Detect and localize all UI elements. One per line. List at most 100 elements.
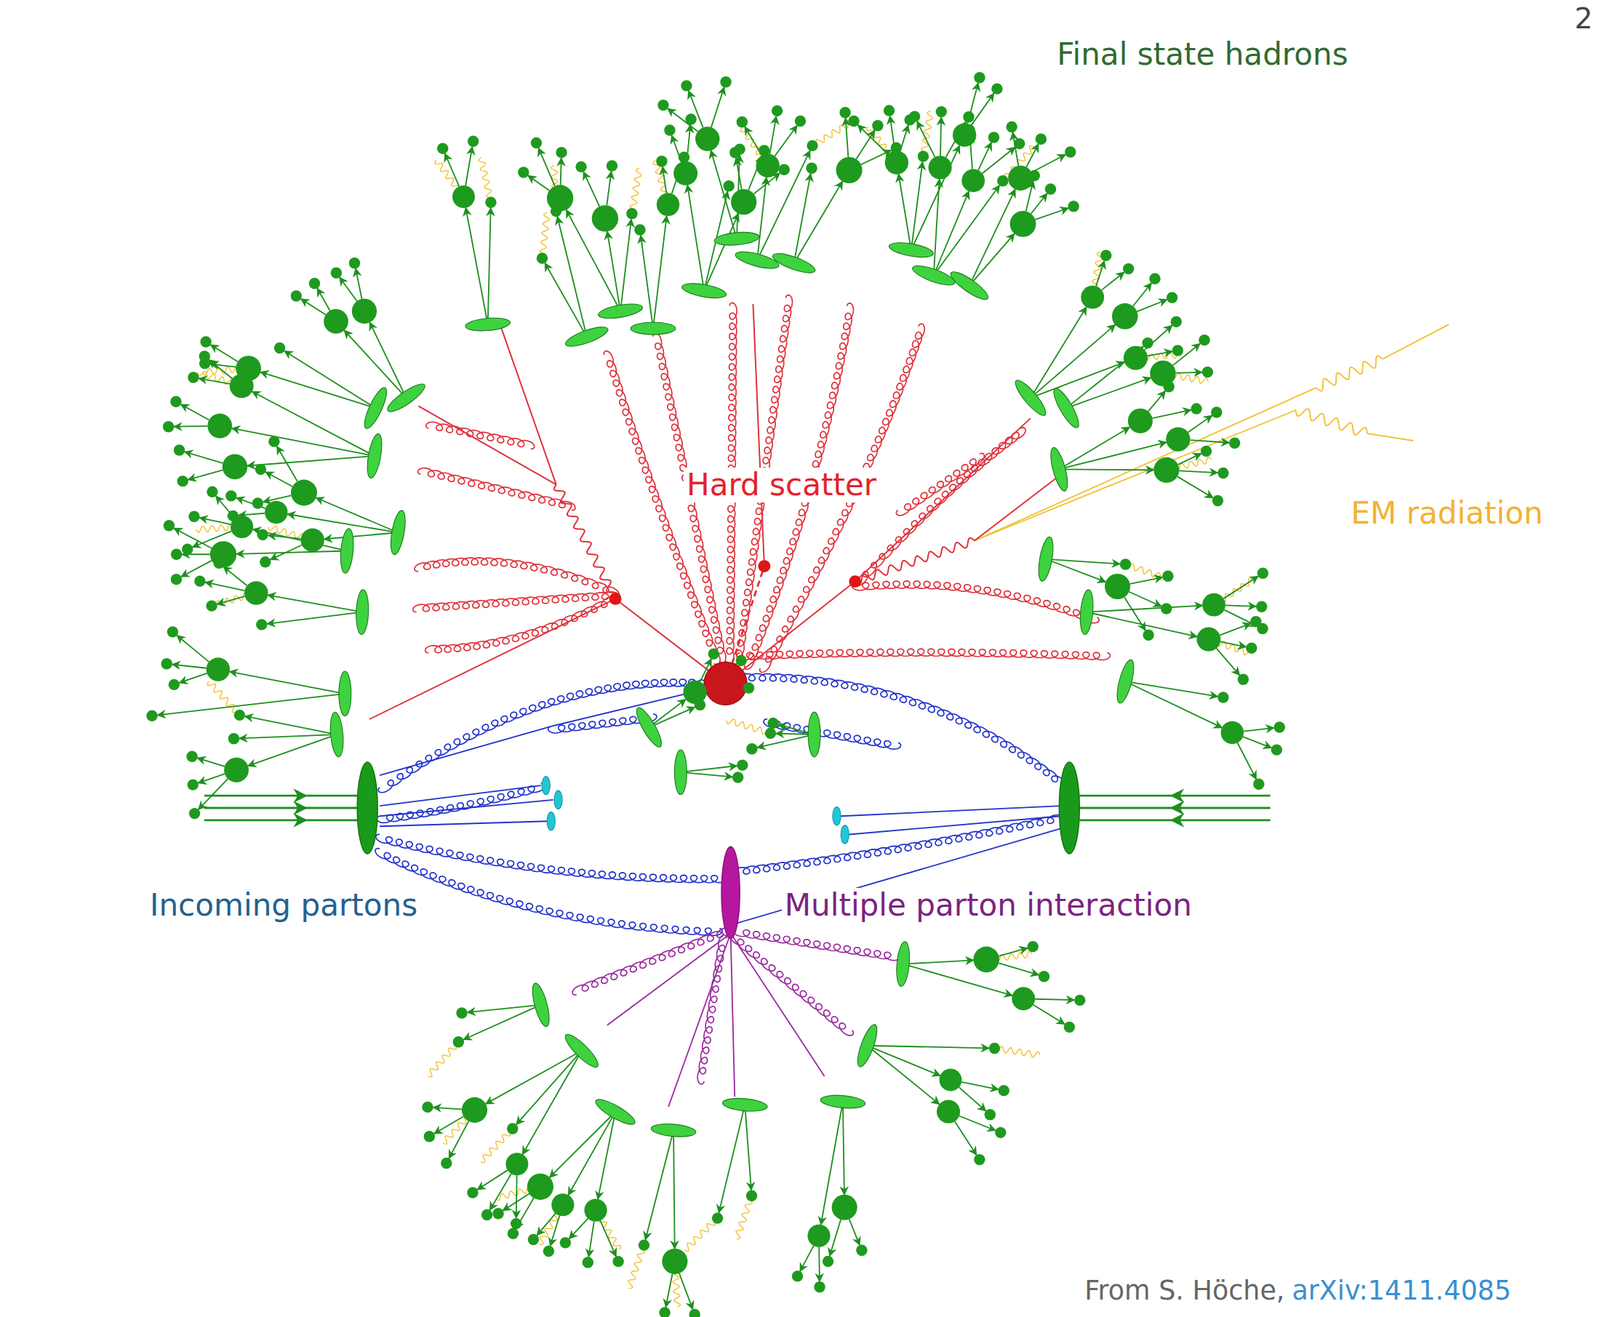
- cluster-ellipse: [808, 712, 821, 758]
- cluster-ellipse: [1011, 376, 1051, 419]
- hadron: [1010, 210, 1037, 238]
- hadron-arrow: [645, 1136, 672, 1240]
- gluon-line: [378, 679, 724, 793]
- hadron-dot: [1045, 183, 1056, 195]
- proton-arrow: [1079, 807, 1171, 810]
- hadron-arrow: [858, 125, 889, 155]
- hadron-arrow: [898, 173, 911, 244]
- hadron-arrow: [157, 694, 339, 716]
- hadron-dot: [456, 1007, 467, 1019]
- cluster-ellipse: [947, 267, 992, 304]
- hadron-dot: [1064, 1021, 1075, 1033]
- quark-line: [752, 304, 764, 567]
- hadron-arrow: [568, 1117, 613, 1195]
- hadron-dot: [1029, 170, 1040, 182]
- hadron-arrow: [873, 1045, 990, 1048]
- hadron-dot: [170, 396, 182, 408]
- hadron-dot: [187, 371, 199, 383]
- cluster-ellipse: [529, 981, 553, 1029]
- hadron-arrow: [1178, 453, 1202, 465]
- proton-arrow: [1171, 807, 1271, 810]
- hadron-dot: [1256, 600, 1267, 612]
- hadron-dot: [163, 520, 175, 531]
- hadron-dot: [806, 140, 818, 152]
- hadron-dot: [274, 342, 286, 354]
- hadron-arrow: [355, 268, 362, 299]
- hadron-dot: [872, 120, 883, 131]
- hadron-arrow: [236, 551, 342, 555]
- hadron-arrow: [173, 528, 212, 548]
- hadron-arrow: [1101, 272, 1125, 290]
- hadron-arrow: [1219, 623, 1251, 635]
- hadron-dot: [1253, 778, 1264, 790]
- hadron-arrow: [465, 146, 472, 186]
- hadron-dot: [1217, 467, 1229, 479]
- hadron: [885, 150, 909, 174]
- hadron: [230, 515, 254, 539]
- hadron-dot: [530, 137, 542, 149]
- hadron-dot: [536, 252, 548, 264]
- hadron: [1153, 457, 1179, 483]
- cluster-ellipse: [910, 261, 958, 289]
- hadron-dot: [746, 1190, 758, 1202]
- hadron-dot: [510, 1218, 522, 1230]
- hadron-arrow: [549, 1116, 611, 1178]
- hadron: [939, 1068, 963, 1091]
- hadron-dot: [466, 1186, 478, 1198]
- hadron-dot: [290, 290, 302, 302]
- hadron-arrow: [940, 117, 942, 156]
- hadron-arrow: [236, 498, 266, 510]
- cluster-ellipse: [360, 385, 391, 432]
- hadron-dot: [252, 497, 264, 509]
- hadron-dot: [259, 556, 271, 568]
- hadron-arrow: [216, 596, 245, 605]
- hadron-arrow: [544, 263, 584, 332]
- hadron-dot: [973, 1154, 985, 1166]
- hadron-arrow: [982, 146, 1016, 174]
- hadron-dot: [720, 76, 731, 88]
- hadron-arrow: [818, 1247, 821, 1282]
- hadron-dot: [1202, 366, 1214, 378]
- hadron-arrow: [208, 360, 232, 379]
- hadron: [755, 154, 779, 178]
- hadron-dot: [792, 1270, 803, 1282]
- hadron-layer: [146, 72, 1286, 1317]
- hadron-arrow: [248, 736, 331, 766]
- decay-vertex: [757, 560, 771, 573]
- hadron-arrow: [937, 185, 1000, 271]
- cluster-ellipse: [338, 671, 352, 717]
- hadron-dot: [1172, 344, 1184, 356]
- hadron-arrow: [1131, 682, 1218, 696]
- cluster-ellipse: [895, 941, 912, 987]
- hadron-dot: [582, 1256, 594, 1268]
- hadron: [207, 413, 232, 439]
- hadron-arrow: [522, 1056, 579, 1155]
- hadron-arrow: [229, 672, 339, 694]
- proton-ellipse: [1058, 762, 1080, 854]
- hadron-arrow: [184, 451, 223, 464]
- cluster-ellipse: [853, 1022, 881, 1070]
- quark-line: [379, 821, 547, 827]
- hadron-dot: [1038, 970, 1050, 982]
- hadron-dot: [708, 648, 720, 659]
- hadron-dot: [1170, 316, 1182, 328]
- hadron-dot: [507, 1228, 519, 1240]
- hadron-arrow: [686, 765, 737, 772]
- hadron: [1123, 346, 1148, 371]
- hadron-dot: [1257, 568, 1269, 579]
- hadron-arrow: [971, 189, 1015, 280]
- hadron-dot: [199, 350, 211, 362]
- cluster-ellipse: [592, 1095, 638, 1128]
- hadron-dot: [176, 475, 188, 487]
- hadron-arrow: [550, 1216, 560, 1246]
- hadron-dot: [555, 146, 567, 158]
- proton-arrow: [306, 807, 360, 810]
- hadron-dot: [936, 106, 947, 118]
- hadron-arrow: [515, 1175, 518, 1219]
- hadron-dot: [909, 110, 920, 122]
- hadron-arrow: [936, 191, 969, 270]
- hadron-arrow: [711, 87, 725, 128]
- hadron-arrow: [653, 216, 667, 323]
- gluon-line: [727, 673, 1066, 789]
- hadron-arrow: [1178, 470, 1218, 473]
